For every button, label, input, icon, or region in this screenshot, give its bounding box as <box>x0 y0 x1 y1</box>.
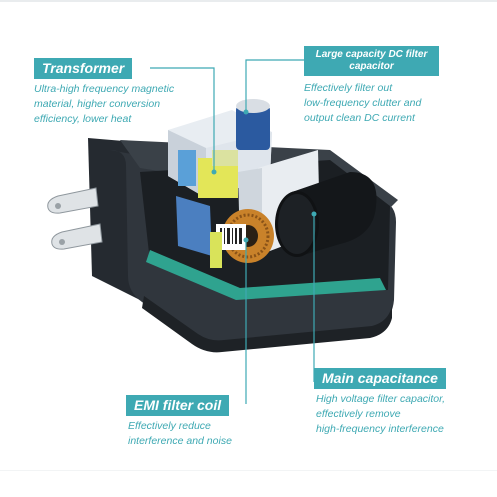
main-cap-desc-line: effectively remove <box>316 408 401 420</box>
main-capacitance-description: High voltage filter capacitor, effective… <box>316 392 445 437</box>
pcb-board <box>146 250 386 300</box>
transformer-description: Ultra-high frequency magnetic material, … <box>34 82 174 127</box>
emi-desc-line: Effectively reduce <box>128 420 211 432</box>
transformer-title: Transformer <box>34 58 133 79</box>
dc-filter-desc-line: output clean DC current <box>304 112 415 124</box>
dc-filter-title: Large capacity DC filter capacitor <box>304 46 439 76</box>
yellow-component <box>210 232 222 268</box>
transformer-desc-line: efficiency, lower heat <box>34 113 132 125</box>
dc-filter-title-line: Large capacity DC filter <box>315 49 428 60</box>
dc-filter-description: Effectively filter out low-frequency clu… <box>304 81 421 126</box>
casing-bottom <box>142 296 392 353</box>
dc-filter-desc-line: Effectively filter out <box>304 82 393 94</box>
main-cap-desc-line: High voltage filter capacitor, <box>316 393 445 405</box>
plug-prongs <box>47 187 103 250</box>
blue-board <box>176 196 212 256</box>
top-border <box>0 0 497 2</box>
emi-coil-title: EMI filter coil <box>126 395 230 416</box>
bottom-border <box>0 470 497 471</box>
main-cap-desc-line: high-frequency interference <box>316 423 444 435</box>
emi-coil-description: Effectively reduce interference and nois… <box>128 419 232 449</box>
transformer-desc-line: material, higher conversion <box>34 98 161 110</box>
transformer-desc-line: Ultra-high frequency magnetic <box>34 83 175 95</box>
main-capacitor-part <box>275 172 377 257</box>
dc-capacitor-part <box>236 99 270 150</box>
dc-filter-title-line: capacitor <box>349 61 394 72</box>
emi-desc-line: interference and noise <box>128 435 232 447</box>
dc-filter-desc-line: low-frequency clutter and <box>304 97 422 109</box>
callout-lines <box>150 59 315 404</box>
main-capacitance-title: Main capacitance <box>314 368 446 389</box>
callout-dots <box>211 109 317 243</box>
